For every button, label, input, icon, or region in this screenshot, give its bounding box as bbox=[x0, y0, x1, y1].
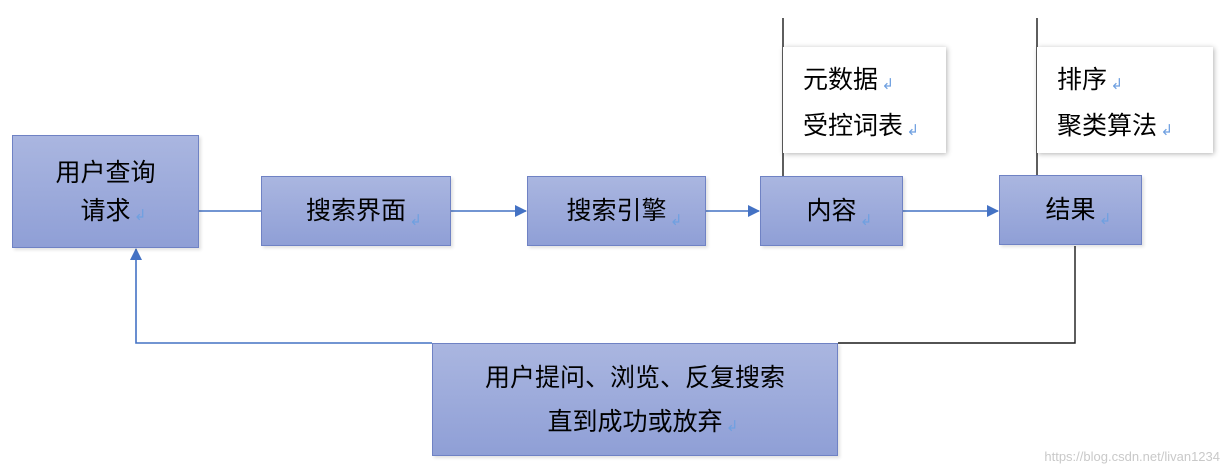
callout-content-line-1: 元数据 bbox=[803, 65, 878, 94]
callout-content-line-2: 受控词表 bbox=[803, 111, 903, 140]
node-content-label: 内容 bbox=[806, 192, 872, 230]
node-feedback-line-2: 直到成功或放弃 bbox=[547, 407, 722, 436]
callout-result: 排序 聚类算法 bbox=[1037, 47, 1213, 153]
node-user-query-line-2: 请求 bbox=[80, 196, 130, 225]
node-feedback: 用户提问、浏览、反复搜索 直到成功或放弃 bbox=[432, 343, 838, 456]
callout-content: 元数据 受控词表 bbox=[783, 47, 946, 153]
node-user-query-line-1: 用户查询 bbox=[55, 157, 156, 187]
node-result-label: 结果 bbox=[1045, 191, 1111, 229]
node-content: 内容 bbox=[760, 176, 903, 246]
node-feedback-line-1: 用户提问、浏览、反复搜索 bbox=[484, 362, 785, 392]
node-search-engine: 搜索引擎 bbox=[527, 176, 706, 246]
callout-result-line-1: 排序 bbox=[1057, 65, 1107, 94]
callout-result-line-2: 聚类算法 bbox=[1057, 111, 1157, 140]
watermark: https://blog.csdn.net/livan1234 bbox=[1044, 449, 1220, 464]
arrow-feedback-to-query bbox=[130, 248, 432, 344]
node-user-query: 用户查询 请求 bbox=[12, 135, 199, 248]
node-search-ui-label: 搜索界面 bbox=[306, 192, 422, 230]
node-search-ui: 搜索界面 bbox=[261, 176, 451, 246]
node-result: 结果 bbox=[999, 175, 1142, 245]
node-search-engine-label: 搜索引擎 bbox=[566, 192, 682, 230]
line-result-to-feedback bbox=[838, 246, 1076, 344]
